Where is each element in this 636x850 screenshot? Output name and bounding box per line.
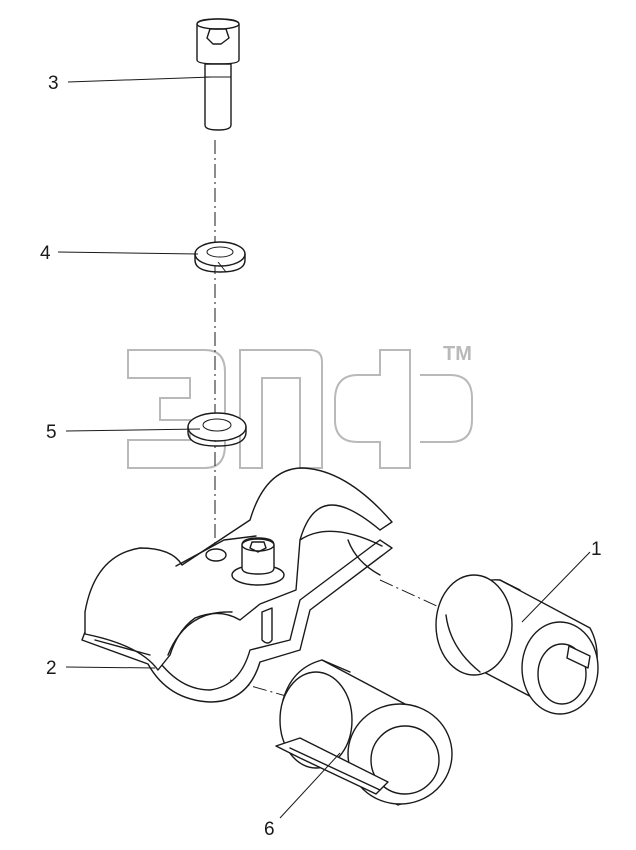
leader-5 [65,428,201,432]
watermark-logo: TM [127,343,473,469]
callout-label: 5 [46,422,57,443]
watermark-trademark: TM [443,343,472,365]
leader-1 [521,551,591,623]
callout-label: 3 [48,73,59,94]
bushing-part-6 [275,659,453,806]
cap-screw-part [196,18,240,131]
callout-label: 1 [591,539,602,560]
leader-2 [65,666,156,669]
flat-washer-part [187,412,247,447]
bushing-part-1 [435,574,599,715]
leader-6 [279,752,341,819]
callout-label: 2 [46,658,57,679]
clamp-part [81,467,393,703]
leader-3 [67,76,213,83]
clamp-screw-assembly [231,537,285,644]
bushing-1-axis [379,579,451,613]
callout-label: 6 [264,819,275,840]
callout-label: 4 [40,243,51,264]
lock-washer-part [194,241,246,273]
leader-4 [57,251,199,255]
